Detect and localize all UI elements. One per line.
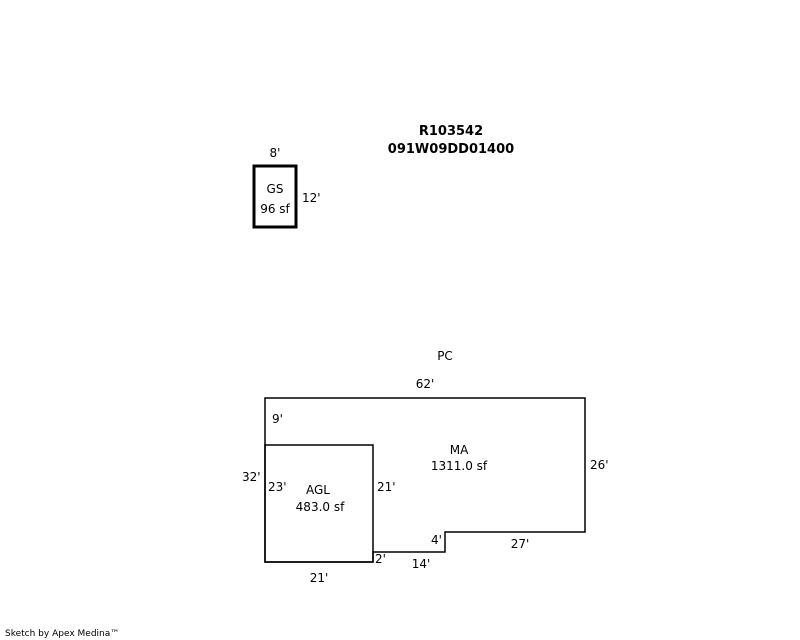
ma-code-label: MA [450, 443, 469, 457]
gs-height-dimension: 12' [302, 191, 321, 205]
dimension-agl-bottom: 21' [310, 571, 329, 585]
pc-label: PC [437, 349, 453, 363]
gs-width-dimension: 8' [270, 146, 281, 160]
dimension-left-upper: 9' [272, 412, 283, 426]
gs-area-label: 96 sf [260, 202, 290, 216]
dimension-left-outer: 32' [242, 470, 261, 484]
parcel-id: R103542 [419, 124, 483, 139]
dimension-bottom-right: 27' [511, 537, 530, 551]
agl-outline [264, 444, 374, 563]
dimension-agl-right: 21' [377, 480, 396, 494]
dimension-right: 26' [590, 458, 609, 472]
ma-area-label: 1311.0 sf [431, 459, 488, 473]
dimension-agl-left: 23' [268, 480, 287, 494]
agl-code-label: AGL [306, 483, 330, 497]
agl-area-label: 483.0 sf [296, 500, 345, 514]
gs-code-label: GS [267, 182, 284, 196]
gs-outline [252, 164, 298, 229]
dimension-step-small: 2' [375, 552, 386, 566]
dimension-bottom-mid: 14' [412, 557, 431, 571]
dimension-notch: 4' [431, 533, 442, 547]
map-number: 091W09DD01400 [388, 142, 514, 157]
sketch-credit: Sketch by Apex Medina™ [5, 629, 119, 639]
dimension-top: 62' [416, 377, 435, 391]
ma-outline [264, 397, 586, 563]
